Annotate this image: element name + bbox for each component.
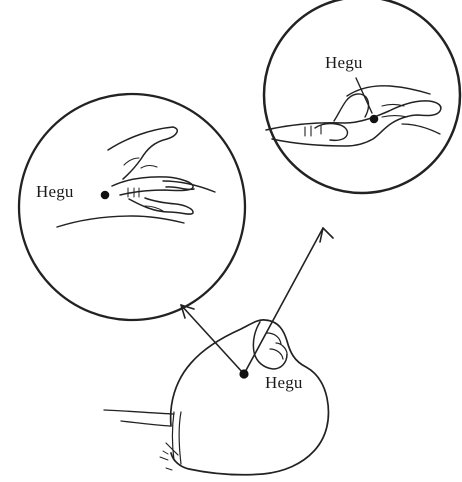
fist-wrist-bottom <box>120 420 171 427</box>
left-inset-circle <box>17 92 247 322</box>
arrow-to-right-inset <box>243 227 324 375</box>
left-inset-thumb-lower <box>128 197 194 215</box>
right-inset-upper-finger <box>346 85 431 97</box>
left-inset-wrist-line <box>56 215 185 228</box>
fist-outline <box>169 319 330 476</box>
left-inset-hegu-label: Hegu <box>36 182 74 201</box>
fist-cuff-detail <box>165 411 182 465</box>
left-inset-index-finger <box>111 176 194 196</box>
left-inset-detail-4 <box>127 187 140 198</box>
right-inset-thumb-base <box>333 93 370 122</box>
fist-cuff-texture <box>159 450 173 471</box>
fist-thumb-curve <box>252 321 288 370</box>
arrow-to-left-inset-head <box>180 304 195 319</box>
arrow-to-right-inset-head <box>319 227 334 243</box>
right-inset-circle <box>262 0 462 195</box>
fist-illustration <box>103 319 330 476</box>
right-inset-hegu-point <box>369 114 379 124</box>
fist-knuckle-lines <box>266 332 288 360</box>
right-inset-detail-3 <box>381 114 408 118</box>
left-inset-forearm-line <box>162 180 216 193</box>
connector-arrows <box>180 227 334 375</box>
left-inset-finger-tip <box>165 186 195 191</box>
right-inset-label-pointer <box>355 77 373 114</box>
fist-hegu-label: Hegu <box>265 373 303 392</box>
right-inset-detail-2 <box>381 103 405 107</box>
fist-hegu-point <box>239 369 249 379</box>
right-inset-hegu-label: Hegu <box>325 53 363 72</box>
left-inset-detail-2 <box>140 165 158 169</box>
left-inset-detail-3 <box>144 205 164 212</box>
right-inset-hand-outline <box>265 100 442 147</box>
left-inset-detail-1 <box>123 157 140 166</box>
right-inset-detail-1 <box>304 125 322 137</box>
left-inset <box>17 92 247 322</box>
left-inset-hegu-point <box>100 190 110 200</box>
arrow-to-left-inset <box>180 304 245 375</box>
fist-wrist-top <box>103 409 175 415</box>
left-inset-thumb-upper <box>107 126 178 180</box>
right-inset-lower-finger <box>314 122 349 142</box>
right-inset-wrist-edge <box>401 123 441 135</box>
right-inset <box>262 0 462 195</box>
